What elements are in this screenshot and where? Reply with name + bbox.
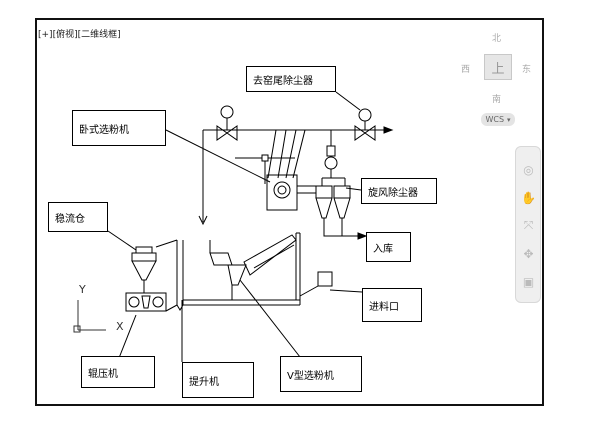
- roller-right: [152, 296, 164, 308]
- callout-cyclone: 旋风除尘器: [361, 178, 437, 204]
- navigation-bar[interactable]: ◎ ✋ ⤧ ✥ ▣: [515, 146, 541, 303]
- to-storage-pipe: [323, 218, 360, 237]
- leader-roller-press: [118, 314, 137, 359]
- callout-storage: 入库: [366, 232, 411, 262]
- surge-bin-cone: [131, 260, 157, 281]
- leader-surge-bin: [107, 230, 137, 251]
- cyclone-duct: [326, 145, 336, 157]
- callout-horizontal-classifier: 卧式选粉机: [72, 110, 166, 146]
- ucs-x-label: X: [116, 320, 124, 333]
- valve-left-b: [226, 125, 238, 141]
- chevron-down-icon: ▾: [507, 115, 511, 124]
- callout-dust-collector: 去窑尾除尘器: [246, 66, 336, 92]
- wcs-menu[interactable]: WCS ▾: [481, 113, 515, 126]
- cyclone-right-cone: [333, 197, 351, 219]
- v-classifier-body: [227, 264, 247, 286]
- v-classifier-arm: [243, 234, 297, 276]
- callout-surge-bin: 稳流仓: [48, 202, 108, 232]
- horizontal-classifier-body: [266, 174, 298, 211]
- fan-left: [220, 105, 234, 119]
- roller-press-chute: [141, 295, 151, 309]
- v-classifier-inlet: [209, 252, 233, 266]
- leader-cyclone: [345, 187, 362, 191]
- orbit-icon[interactable]: ✥: [523, 246, 534, 261]
- return-arrow: [198, 215, 208, 226]
- valve-right-b: [364, 125, 376, 141]
- ucs-y-label: Y: [79, 283, 86, 296]
- pan-hand-icon[interactable]: ✋: [521, 190, 536, 205]
- viewcube-north[interactable]: 北: [492, 34, 502, 44]
- roller-press-body: [125, 292, 167, 312]
- callout-feed-port: 进料口: [362, 288, 422, 322]
- roller-left: [128, 296, 140, 308]
- feed-port-box: [317, 271, 333, 287]
- viewcube-east[interactable]: 东: [522, 65, 532, 75]
- cyclone-fan: [324, 156, 338, 170]
- viewcube-south[interactable]: 南: [492, 95, 502, 105]
- classifier-rotor-inner: [277, 185, 287, 195]
- leader-horizontal-classifier: [165, 129, 271, 183]
- valve-left-a: [216, 125, 228, 141]
- valve-right-a: [354, 125, 366, 141]
- callout-elevator: 提升机: [182, 362, 254, 398]
- viewcube-west[interactable]: 西: [461, 65, 471, 75]
- showmotion-icon[interactable]: ▣: [522, 274, 535, 289]
- wcs-label: WCS: [485, 115, 505, 124]
- cyclone-left-top: [315, 185, 333, 199]
- cyclone-left-cone: [315, 197, 333, 219]
- viewport-controls-label[interactable]: [+][俯视][二维线框]: [38, 30, 121, 40]
- surge-bin-upper: [131, 252, 157, 262]
- zoom-extents-icon[interactable]: ⤧: [523, 218, 534, 232]
- leader-feed-port: [329, 289, 363, 293]
- steering-wheel-icon[interactable]: ◎: [523, 162, 534, 177]
- leader-dust-collector: [335, 91, 361, 111]
- callout-v-classifier: V型选粉机: [280, 356, 362, 392]
- callout-roller-press: 辊压机: [81, 356, 155, 388]
- leader-v-classifier: [239, 279, 301, 358]
- viewcube-top-face[interactable]: 上: [484, 54, 512, 80]
- classifier-rotor-outer: [273, 181, 291, 199]
- fan-right: [358, 108, 372, 122]
- pipe-arrow-right: [383, 126, 394, 134]
- storage-arrow: [357, 232, 368, 240]
- surge-bin-top: [135, 246, 153, 254]
